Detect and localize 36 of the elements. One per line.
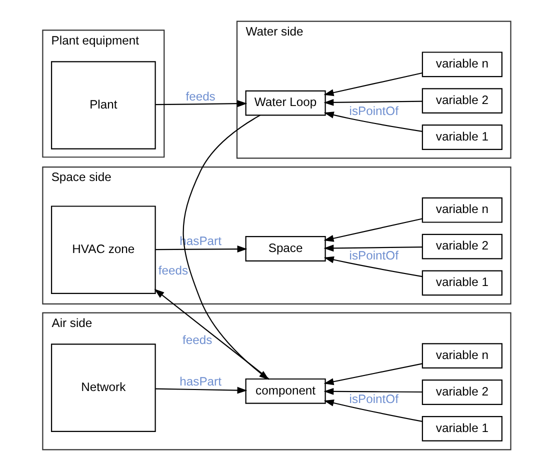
node-box: component [245, 378, 326, 404]
arrow [154, 288, 270, 380]
arrow [182, 114, 270, 380]
arrow [156, 100, 248, 108]
node-box: variable 1 [422, 124, 502, 150]
edge-label: isPointOf [349, 104, 398, 118]
arrow [324, 256, 422, 278]
node-box: variable 2 [422, 380, 502, 405]
arrow [324, 400, 422, 422]
node-box: Water Loop [245, 90, 326, 116]
edge-label: feeds [186, 90, 216, 104]
arrow [156, 246, 248, 253]
node-box: variable n [422, 197, 502, 223]
edge-label: isPointOf [349, 392, 398, 406]
arrow [324, 388, 422, 395]
node-box: variable 2 [422, 88, 502, 114]
arrow [324, 72, 422, 96]
node-box: Plant [50, 61, 156, 150]
edge-label: isPointOf [349, 248, 398, 263]
arrow [324, 98, 422, 106]
arrow [324, 363, 422, 386]
edge-label: feeds [182, 333, 212, 348]
edge-label: feeds [158, 263, 188, 278]
arrow [324, 218, 422, 242]
node-box: variable n [422, 343, 502, 369]
arrow [324, 112, 422, 132]
node-box: Space [245, 236, 326, 262]
node-box: HVAC zone [50, 206, 156, 294]
node-box: Network [50, 344, 156, 432]
edge-label: hasPart [180, 374, 222, 388]
node-box: variable 2 [422, 234, 502, 260]
node-box: variable 1 [422, 416, 502, 442]
arrow [324, 244, 422, 252]
node-box: variable 1 [422, 270, 502, 296]
arrow [156, 386, 248, 394]
node-box: variable n [422, 52, 502, 78]
